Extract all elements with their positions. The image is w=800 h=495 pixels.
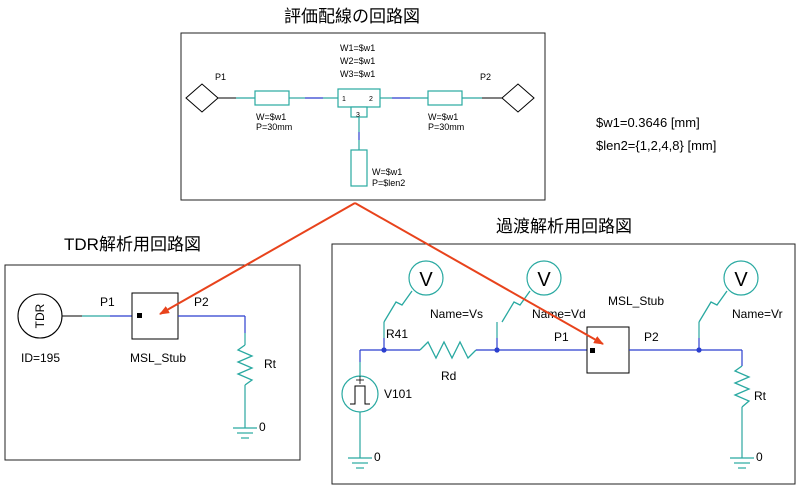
probe-vd-symbol: V	[537, 269, 551, 291]
voltage-probe-vr	[723, 260, 759, 296]
title-transient-analysis: 過渡解析用回路図	[496, 217, 632, 236]
tdr-ground-label: 0	[259, 420, 266, 434]
pulse-waveform-icon	[350, 385, 370, 405]
stub-line-element	[350, 149, 368, 187]
probe-vr-lead	[698, 290, 728, 323]
series-resistor-rd	[419, 340, 477, 360]
transient-ground-right-label: 0	[756, 450, 763, 464]
left-line-element	[254, 90, 290, 106]
tee-node3: 3	[356, 112, 360, 119]
port1-label: P1	[215, 72, 226, 82]
stub-line-width: W=$w1	[372, 167, 402, 177]
tdr-source-id: ID=195	[21, 351, 60, 365]
tee-node1: 1	[342, 96, 346, 103]
rd-label: Rd	[441, 369, 456, 383]
tdr-p1-label: P1	[100, 295, 115, 309]
arrow-to-transient-block	[354, 202, 604, 345]
probe-vd-lead	[501, 290, 531, 323]
transient-p2-label: P2	[644, 330, 659, 344]
title-tdr-analysis: TDR解析用回路図	[64, 235, 201, 254]
right-line-width: W=$w1	[428, 112, 458, 122]
variable-len2: $len2={1,2,4,8} [mm]	[596, 138, 716, 153]
probe-vr-name: Name=Vr	[732, 307, 783, 321]
port2-label: P2	[480, 72, 491, 82]
transient-load-label: Rt	[754, 389, 767, 403]
tee-w2: W2=$w1	[340, 56, 375, 66]
junction-dot	[696, 347, 702, 353]
source-label: V101	[384, 387, 412, 401]
right-line-element	[427, 90, 463, 106]
tdr-msl-stub-block	[131, 292, 179, 340]
tdr-circuit: TDR ID=195 P1 MSL_Stub P2 Rt 0	[4, 264, 301, 461]
probe-vs-symbol: V	[419, 269, 433, 291]
transient-circuit: V Name=Vs V Name=Vd V Name=Vr R41 Rd P1 …	[331, 243, 796, 485]
transient-circuit-frame	[331, 243, 796, 485]
left-line-width: W=$w1	[256, 112, 286, 122]
tee-w3: W3=$w1	[340, 69, 375, 79]
junction-dot	[381, 347, 387, 353]
tdr-block-pin1	[137, 313, 142, 318]
tdr-block-label: MSL_Stub	[130, 351, 186, 365]
voltage-probe-vd	[526, 260, 562, 296]
arrow-to-tdr-block	[159, 202, 356, 315]
stub-line-length: P=$len2	[372, 178, 405, 188]
port2-diamond	[501, 83, 535, 113]
transient-block-label: MSL_Stub	[608, 294, 664, 308]
r41-label: R41	[386, 327, 408, 341]
tdr-load-resistor	[236, 344, 254, 386]
tdr-p2-label: P2	[194, 295, 209, 309]
probe-vr-symbol: V	[734, 269, 748, 291]
voltage-probe-vs	[408, 260, 444, 296]
probe-vs-lead	[383, 290, 413, 323]
junction-dot	[494, 347, 500, 353]
tee-w1: W1=$w1	[340, 43, 375, 53]
tdr-load-label: Rt	[264, 357, 277, 371]
evaluation-circuit: P1 W=$w1 P=30mm 1 2 3 W1=$w1 W2=$w1 W3=$…	[180, 32, 546, 201]
variable-w1: $w1=0.3646 [mm]	[596, 115, 700, 130]
transient-p1-label: P1	[554, 330, 569, 344]
transient-block-pin1	[590, 348, 595, 353]
probe-vs-name: Name=Vs	[430, 307, 483, 321]
left-line-length: P=30mm	[256, 122, 292, 132]
transient-ground-left-label: 0	[374, 450, 381, 464]
transient-load-resistor	[733, 365, 751, 408]
tdr-source-label: TDR	[33, 303, 47, 328]
right-line-length: P=30mm	[428, 122, 464, 132]
title-evaluation-wiring: 評価配線の回路図	[284, 7, 420, 26]
tee-node2: 2	[369, 96, 373, 103]
